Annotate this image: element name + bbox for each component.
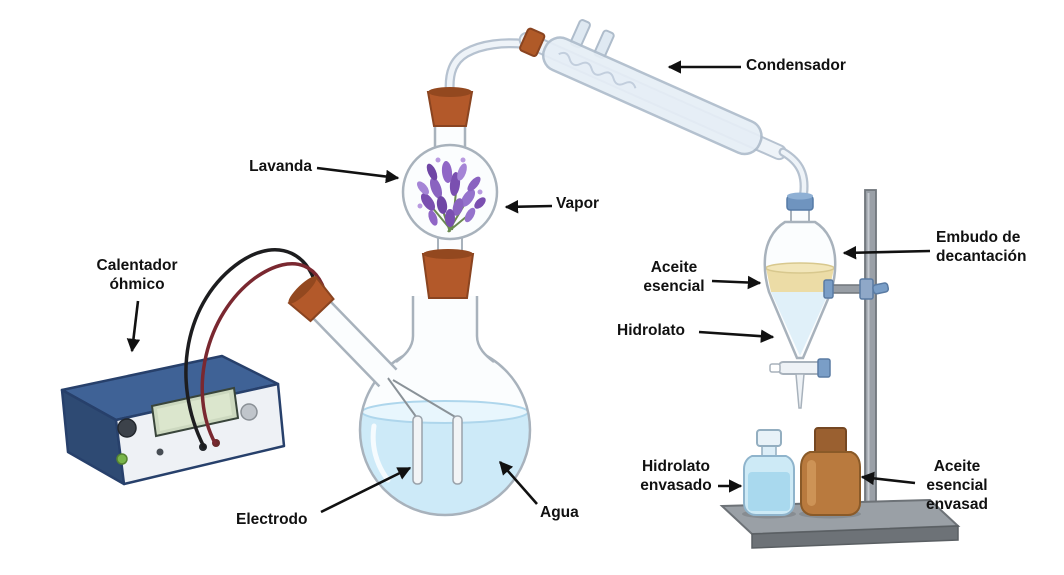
label-hidrolato: Hidrolato bbox=[617, 322, 686, 339]
heater-dial bbox=[240, 403, 258, 421]
label-condensador: Condensador bbox=[746, 57, 846, 74]
label-hidrolato-envasado: Hidrolato envasado bbox=[640, 458, 712, 494]
arrow-calentador bbox=[126, 300, 141, 353]
stopcock bbox=[778, 361, 822, 375]
essential-oil-bottle bbox=[799, 427, 861, 519]
oil-bottle-cap bbox=[814, 427, 847, 455]
arrow-lavanda bbox=[316, 166, 400, 184]
hydrolat-liquid bbox=[771, 292, 829, 356]
flask-neck bbox=[396, 296, 494, 362]
arrow-aceite-envasado bbox=[860, 471, 916, 486]
heater-led bbox=[116, 453, 128, 465]
lavender-flowers bbox=[417, 157, 486, 233]
label-electrodo: Electrodo bbox=[236, 511, 308, 528]
arrow-vapor bbox=[504, 199, 553, 214]
stand-clamp bbox=[823, 278, 890, 300]
label-lavanda: Lavanda bbox=[249, 158, 312, 175]
condenser-jacket bbox=[541, 36, 763, 156]
top-stopper bbox=[426, 91, 474, 127]
side-neck bbox=[313, 301, 397, 387]
arrow-aceite-esencial bbox=[711, 275, 762, 290]
condenser-connector bbox=[519, 27, 546, 57]
main-neck-stopper bbox=[421, 253, 475, 299]
label-aceite-esencial-envasado: Aceite esencial envasad bbox=[925, 458, 989, 513]
stand-pole bbox=[864, 189, 877, 521]
lavender-flask bbox=[401, 38, 529, 241]
electrode-right bbox=[452, 415, 463, 485]
separating-funnel bbox=[763, 192, 837, 409]
boiling-flask bbox=[287, 229, 532, 517]
label-embudo-decantacion: Embudo de decantación bbox=[936, 229, 1027, 265]
label-vapor: Vapor bbox=[556, 195, 600, 212]
vapor-tube bbox=[444, 38, 529, 99]
water bbox=[360, 412, 530, 515]
hydrolat-bottle-cap bbox=[756, 429, 782, 447]
electrode-left bbox=[412, 415, 423, 485]
stand-base-front bbox=[751, 525, 959, 549]
hydrolat-bottle bbox=[742, 429, 796, 519]
label-agua: Agua bbox=[540, 504, 579, 521]
funnel-tip bbox=[795, 373, 805, 409]
red-wire bbox=[200, 262, 329, 445]
arrow-agua bbox=[499, 460, 538, 505]
condenser bbox=[518, 19, 787, 161]
ohmic-heater bbox=[60, 354, 286, 486]
label-aceite-esencial: Aceite esencial bbox=[643, 259, 705, 295]
heater-knob bbox=[117, 418, 137, 438]
arrow-embudo bbox=[842, 245, 931, 260]
black-wire bbox=[184, 248, 319, 449]
label-calentador-ohmico: Calentador óhmico bbox=[96, 257, 178, 293]
arrow-hidrolato bbox=[698, 329, 775, 343]
essential-oil-layer bbox=[766, 268, 834, 292]
arrow-electrodo bbox=[320, 466, 412, 514]
